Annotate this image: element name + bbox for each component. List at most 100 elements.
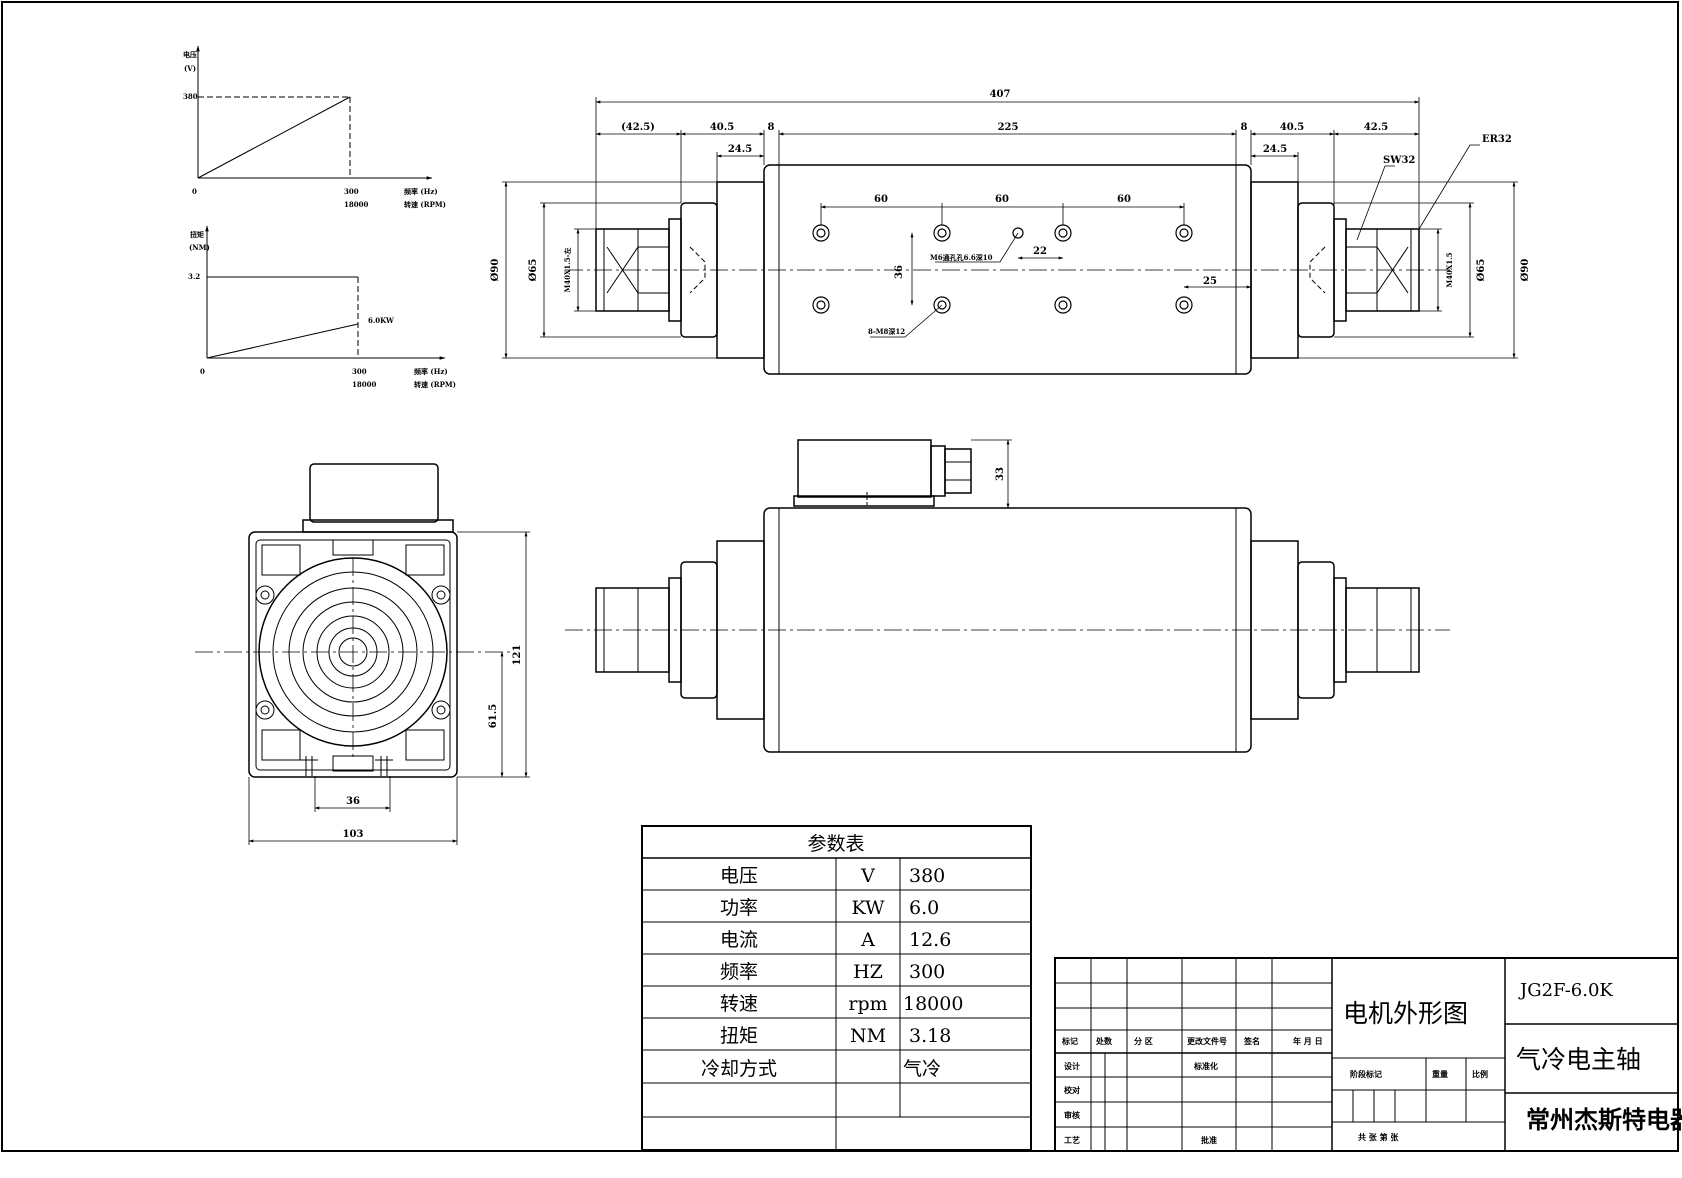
voltage-graph-rpm-label: 转速 (RPM) xyxy=(404,200,446,209)
top-view-dimension-text: 407 (42.5) 40.5 8 225 8 40.5 42.5 24.5 2… xyxy=(490,89,1531,336)
torque-graph-origin: 0 xyxy=(200,367,205,376)
tb-header-sign: 签名 xyxy=(1243,1036,1260,1046)
tb-check: 校对 xyxy=(1064,1085,1080,1095)
title-block: 标记 处数 分 区 更改文件号 签名 年 月 日 设计 标准化 校对 审核 工艺… xyxy=(1054,957,1682,1152)
tb-header-date: 年 月 日 xyxy=(1293,1036,1323,1046)
table-row: 冷却方式 气冷 xyxy=(701,1058,941,1080)
dim-end-height: 121 xyxy=(512,645,523,666)
param-unit: KW xyxy=(851,897,885,919)
voltage-graph-freq-label: 频率 (Hz) xyxy=(404,187,438,196)
end-view-dimension-text: 121 61.5 36 103 xyxy=(343,645,523,840)
dim-body-length: 225 xyxy=(998,122,1019,133)
param-name: 电流 xyxy=(720,929,758,951)
torque-power-label: 6.0KW xyxy=(368,316,394,325)
spindle-side-view xyxy=(565,439,1450,753)
table-row: 转速 rpm 18000 xyxy=(720,993,963,1015)
torque-graph-freq-label: 频率 (Hz) xyxy=(414,367,448,376)
param-name: 转速 xyxy=(720,993,758,1015)
tb-approve: 批准 xyxy=(1201,1135,1217,1145)
table-row: 电流 A 12.6 xyxy=(720,929,951,951)
voltage-graph-origin: 0 xyxy=(192,187,197,196)
product-name: 气冷电主轴 xyxy=(1516,1045,1641,1074)
torque-axis-label: 扭矩 xyxy=(190,230,204,239)
label-through-hole: M6通孔孔6.6深10 xyxy=(930,253,993,262)
table-row: 频率 HZ 300 xyxy=(720,961,945,983)
dim-end-slot: 36 xyxy=(346,796,360,807)
param-name: 功率 xyxy=(720,897,758,919)
torque-axis-unit: (NM) xyxy=(189,243,210,252)
table-row: 扭矩 NM 3.18 xyxy=(720,1025,951,1047)
dim-offset-22: 22 xyxy=(1033,246,1047,257)
param-value: 300 xyxy=(909,961,945,983)
param-value: 3.18 xyxy=(909,1025,951,1047)
param-table-title: 参数表 xyxy=(807,833,864,855)
dim-overall-length: 407 xyxy=(990,89,1011,100)
dim-right-nut: 42.5 xyxy=(1364,122,1388,133)
param-value: 6.0 xyxy=(909,897,939,919)
param-value: 12.6 xyxy=(909,929,951,951)
model-number: JG2F-6.0K xyxy=(1518,980,1613,1001)
voltage-graph-rpm-value: 18000 xyxy=(344,200,368,209)
torque-value: 3.2 xyxy=(188,272,200,281)
voltage-axis-unit: (V) xyxy=(184,64,196,73)
param-unit: NM xyxy=(850,1025,886,1047)
dim-hole-spacing-3: 60 xyxy=(1117,194,1131,205)
label-wrench-size: SW32 xyxy=(1383,155,1415,166)
table-row: 功率 KW 6.0 xyxy=(720,897,939,919)
tb-header-zone: 分 区 xyxy=(1134,1036,1153,1046)
tb-design: 设计 xyxy=(1064,1061,1080,1071)
table-row: 电压 V 380 xyxy=(720,865,945,887)
torque-graph-rpm-label: 转速 (RPM) xyxy=(414,380,456,389)
dim-left-nut: (42.5) xyxy=(621,122,655,133)
tb-process: 工艺 xyxy=(1064,1135,1080,1145)
dim-connector-height: 33 xyxy=(995,467,1006,481)
param-name: 冷却方式 xyxy=(701,1058,777,1080)
dim-left-dia-90: Ø90 xyxy=(490,259,501,282)
dim-end-center-height: 61.5 xyxy=(488,704,499,728)
company-name: 常州杰斯特电器 xyxy=(1526,1105,1682,1134)
dim-end-width: 103 xyxy=(343,829,364,840)
top-view-dimensions xyxy=(502,97,1518,359)
param-unit: HZ xyxy=(853,961,883,983)
param-name: 频率 xyxy=(720,961,758,983)
dim-right-flange: 40.5 xyxy=(1280,122,1304,133)
dim-right-dia-65: Ø65 xyxy=(1476,259,1487,282)
voltage-frequency-graph: 电压 (V) 380 0 300 18000 频率 (Hz) 转速 (RPM) xyxy=(183,45,446,209)
tb-scale: 比例 xyxy=(1472,1069,1488,1079)
dim-hole-spacing-1: 60 xyxy=(874,194,888,205)
label-right-thread: M40X1.5 xyxy=(1445,252,1454,287)
voltage-value: 380 xyxy=(183,92,198,101)
dim-left-flange: 40.5 xyxy=(710,122,734,133)
param-value: 18000 xyxy=(903,993,963,1015)
drawing-border xyxy=(1,1,1679,1152)
dim-offset-25: 25 xyxy=(1203,276,1217,287)
tb-standard: 标准化 xyxy=(1193,1061,1218,1071)
torque-graph-rpm-value: 18000 xyxy=(352,380,376,389)
tb-stage: 阶段标记 xyxy=(1350,1069,1382,1079)
param-name: 扭矩 xyxy=(720,1025,758,1047)
tb-header-count: 处数 xyxy=(1095,1036,1113,1046)
param-name: 电压 xyxy=(720,865,758,887)
dim-left-small: 24.5 xyxy=(728,144,752,155)
dim-right-gap: 8 xyxy=(1241,122,1248,133)
param-unit: A xyxy=(860,929,875,951)
spindle-end-view xyxy=(195,463,510,778)
torque-frequency-graph: 扭矩 (NM) 3.2 6.0KW 0 300 18000 频率 (Hz) 转速… xyxy=(188,225,456,389)
dim-right-small: 24.5 xyxy=(1263,144,1287,155)
voltage-graph-freq-value: 300 xyxy=(344,187,359,196)
param-unit: rpm xyxy=(848,993,887,1015)
parameter-table: 参数表 电压 V 380 功率 KW 6.0 电流 A 12.6 频率 HZ 3… xyxy=(641,825,1032,1151)
dim-left-gap: 8 xyxy=(768,122,775,133)
dim-left-dia-65: Ø65 xyxy=(528,259,539,282)
tb-sheets: 共 张 第 张 xyxy=(1358,1132,1399,1142)
voltage-axis-label: 电压 xyxy=(183,50,197,59)
label-left-thread: M40X1.5-左 xyxy=(563,247,572,292)
end-view-dimensions xyxy=(248,531,530,845)
drawing-title: 电机外形图 xyxy=(1343,999,1468,1028)
tb-weight: 重量 xyxy=(1432,1069,1448,1079)
dim-hole-spacing-2: 60 xyxy=(995,194,1009,205)
dim-hole-height: 36 xyxy=(894,265,905,279)
tb-header-mark: 标记 xyxy=(1061,1036,1078,1046)
param-unit: V xyxy=(860,865,875,887)
